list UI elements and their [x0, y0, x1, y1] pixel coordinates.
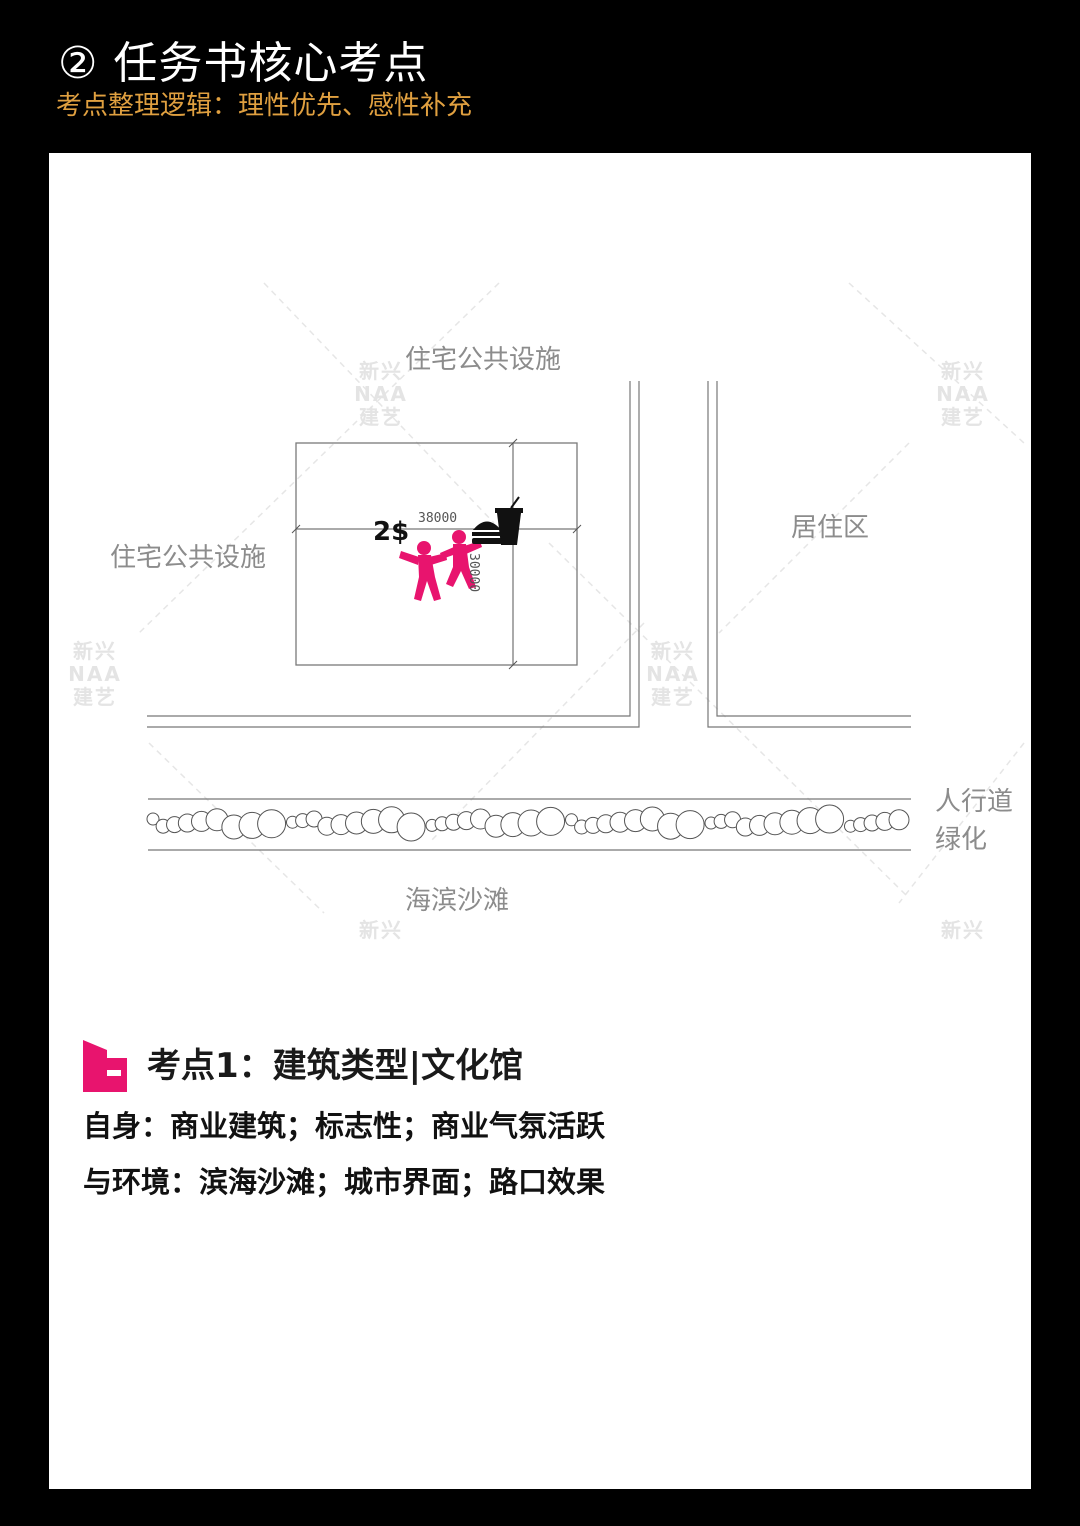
point-line-environment: 与环境：滨海沙滩；城市界面；路口效果	[83, 1165, 606, 1199]
point-line-self: 自身：商业建筑；标志性；商业气氛活跃	[83, 1109, 606, 1143]
burger-drink-icon	[472, 496, 523, 545]
header: ② 任务书核心考点 考点整理逻辑：理性优先、感性补充	[0, 0, 1080, 150]
label-residential: 居住区	[791, 513, 870, 543]
shrub	[257, 809, 287, 839]
point-marker-icon	[83, 1040, 127, 1092]
label-top-facility: 住宅公共设施	[405, 345, 562, 375]
green-belt	[146, 804, 910, 842]
shrub	[675, 810, 705, 840]
shrub	[146, 812, 160, 826]
shrub	[565, 813, 578, 827]
road-edge	[716, 381, 911, 717]
guide-line	[263, 282, 495, 524]
shrub	[396, 812, 426, 842]
guide-line	[548, 542, 910, 899]
road-edge	[707, 381, 911, 728]
watermark: 新兴	[941, 919, 985, 942]
shrub	[815, 804, 845, 834]
road-edge	[147, 381, 640, 728]
site-plan-drawing	[138, 282, 1025, 914]
price-tag: 2$	[373, 517, 410, 547]
point-title: 考点1：建筑类型|文化馆	[147, 1046, 524, 1086]
guide-line	[898, 742, 1025, 904]
shrub	[536, 806, 566, 836]
guide-line	[138, 282, 500, 634]
dimension-width-label: 38000	[418, 511, 458, 526]
label-sidewalk: 人行道	[935, 787, 1014, 817]
page-subtitle: 考点整理逻辑：理性优先、感性补充	[56, 91, 473, 121]
road-edge	[147, 381, 631, 717]
dimension-depth-label: 30000	[466, 553, 481, 593]
guide-line	[718, 442, 910, 634]
label-greenery: 绿化	[935, 825, 988, 855]
guide-line	[428, 622, 645, 844]
page-title: ② 任务书核心考点	[58, 38, 429, 89]
content-panel: 住宅公共设施 住宅公共设施 居住区 人行道 绿化 海滨沙滩 38000 3000…	[49, 153, 1031, 1489]
site-boundary	[295, 442, 578, 666]
watermark: 新兴	[359, 919, 403, 942]
dancing-people-icon	[399, 530, 482, 601]
shrub	[888, 809, 910, 831]
label-left-facility: 住宅公共设施	[110, 543, 267, 573]
label-beach: 海滨沙滩	[405, 886, 510, 916]
